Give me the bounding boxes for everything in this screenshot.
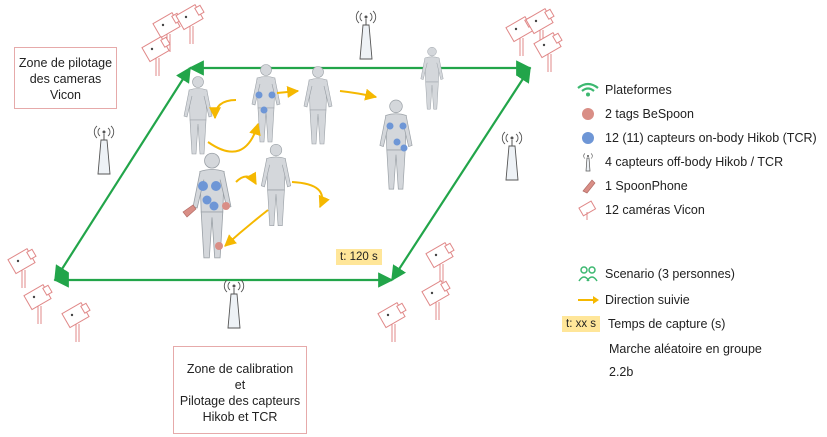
legend-item-bespoon: 2 tags BeSpoon — [575, 104, 694, 124]
legend: Plateformes 2 tags BeSpoon 12 (11) capte… — [562, 78, 827, 408]
camera-icon — [23, 284, 53, 325]
legend-item-spoonphone: 1 SpoonPhone — [575, 176, 688, 196]
legend-item-time: t: xx s Temps de capture (s) — [562, 314, 725, 334]
legend-item-scenario: Scenario (3 personnes) — [575, 264, 735, 284]
person-icon — [303, 66, 333, 145]
antenna-icon — [93, 125, 115, 175]
antenna-icon — [575, 152, 605, 172]
legend-item-cameras: 12 caméras Vicon — [575, 200, 705, 220]
red-dot-icon — [575, 104, 605, 124]
camera-icon — [141, 36, 171, 77]
zone-pilotage-line: Vicon — [49, 88, 82, 102]
zone-calibration-line: Hikob et TCR — [202, 410, 278, 424]
zone-calibration-box: Zone de calibration et Pilotage des capt… — [173, 346, 307, 434]
bespoon-tags — [215, 202, 230, 250]
legend-item-onbody: 12 (11) capteurs on-body Hikob (TCR) — [575, 128, 817, 148]
phone-icon — [575, 176, 605, 196]
camera-icon — [425, 242, 455, 283]
scenario-code: 2.2b — [609, 365, 634, 379]
spoonphone-icon — [182, 204, 197, 218]
zone-pilotage-box: Zone de pilotage des cameras Vicon — [14, 47, 117, 109]
capture-time-badge: t: 120 s — [336, 249, 382, 265]
legend-label: Direction suivie — [605, 293, 690, 307]
onbody-sensors — [198, 91, 408, 211]
zone-calibration-line: Pilotage des capteurs — [179, 394, 301, 408]
zone-calibration-line: Zone de calibration — [186, 362, 294, 376]
camera-icon — [575, 200, 605, 220]
legend-label: Plateformes — [605, 83, 672, 97]
camera-icon — [175, 4, 205, 45]
legend-item-direction: Direction suivie — [575, 290, 690, 310]
legend-label: 12 caméras Vicon — [605, 203, 705, 217]
wifi-icon — [575, 80, 605, 100]
zone-pilotage-line: Zone de pilotage — [18, 56, 113, 70]
camera-icon — [7, 248, 37, 289]
camera-icon — [421, 280, 451, 321]
camera-icon — [533, 32, 563, 73]
legend-label: 4 capteurs off-body Hikob / TCR — [605, 155, 784, 169]
persons — [183, 46, 444, 259]
camera-icon — [377, 302, 407, 343]
zone-calibration-line: et — [234, 378, 246, 392]
legend-label: Temps de capture (s) — [608, 317, 726, 331]
antenna-icon — [355, 10, 377, 60]
legend-item-plateformes: Plateformes — [575, 80, 672, 100]
legend-label: 2 tags BeSpoon — [605, 107, 694, 121]
person-icon — [420, 46, 444, 110]
blue-dot-icon — [575, 128, 605, 148]
arrow-right-icon — [575, 290, 605, 310]
zone-pilotage-line: des cameras — [29, 72, 102, 86]
walking-paths — [207, 86, 378, 247]
legend-label: Scenario (3 personnes) — [605, 267, 735, 281]
antenna-icon — [501, 131, 523, 181]
group-icon — [575, 264, 605, 284]
legend-label: 1 SpoonPhone — [605, 179, 688, 193]
platform-area — [53, 60, 532, 288]
legend-label: 12 (11) capteurs on-body Hikob (TCR) — [605, 131, 817, 145]
antenna-icon — [223, 279, 245, 329]
camera-icon — [61, 302, 91, 343]
scenario-description: Marche aléatoire en groupe — [609, 342, 762, 356]
legend-item-offbody: 4 capteurs off-body Hikob / TCR — [575, 152, 783, 172]
time-badge: t: xx s — [562, 316, 601, 332]
person-icon — [260, 144, 292, 227]
